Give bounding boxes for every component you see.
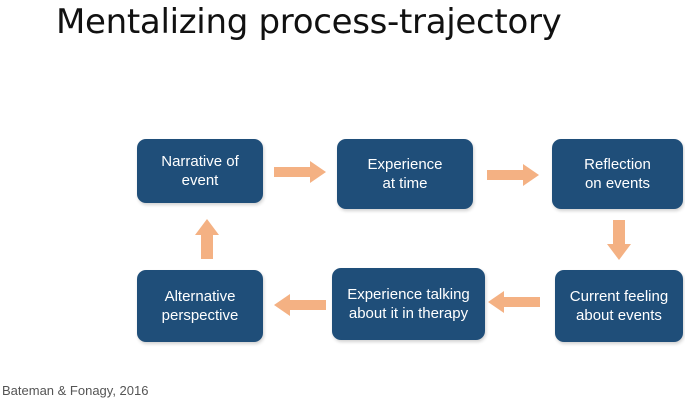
box-label: Narrative of event xyxy=(161,153,239,189)
arrow-down-icon xyxy=(607,220,631,260)
arrow-right-icon xyxy=(487,164,539,186)
arrow-left-icon xyxy=(488,291,540,313)
box-current-feeling: Current feeling about events xyxy=(555,270,683,342)
box-experience-at-time: Experience at time xyxy=(337,139,473,209)
page-title: Mentalizing process-trajectory xyxy=(56,2,562,42)
box-label: Experience at time xyxy=(367,156,443,192)
box-label: Reflection on events xyxy=(584,156,651,192)
arrow-right-icon xyxy=(274,161,326,183)
citation: Bateman & Fonagy, 2016 xyxy=(2,383,149,398)
box-narrative-of-event: Narrative of event xyxy=(137,139,263,203)
box-label: Alternative perspective xyxy=(161,288,239,324)
arrow-left-icon xyxy=(274,294,326,316)
box-label: Current feeling about events xyxy=(569,288,669,324)
box-reflection-on-events: Reflection on events xyxy=(552,139,683,209)
box-label: Experience talking about it in therapy xyxy=(347,286,470,322)
arrow-up-icon xyxy=(195,219,219,259)
box-alternative-perspective: Alternative perspective xyxy=(137,270,263,342)
box-experience-talking: Experience talking about it in therapy xyxy=(332,268,485,340)
